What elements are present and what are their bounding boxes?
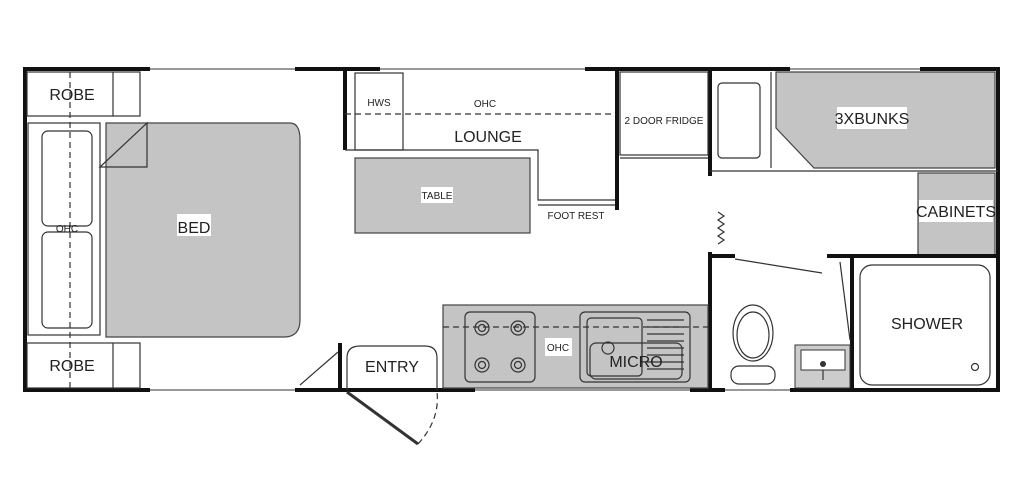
bunk-mattress-icon	[717, 82, 761, 159]
svg-text:BED: BED	[178, 220, 211, 237]
basin-icon	[794, 344, 851, 389]
sink	[579, 311, 691, 383]
hws	[354, 72, 404, 151]
svg-text:MICRO: MICRO	[609, 354, 662, 371]
entry-door[interactable]	[346, 390, 419, 446]
fridge	[619, 71, 709, 156]
curtain-icon	[716, 211, 726, 245]
windows	[150, 66, 920, 393]
pillow-icon	[41, 130, 93, 227]
svg-text:3XBUNKS: 3XBUNKS	[835, 111, 910, 128]
svg-text:HWS: HWS	[367, 98, 391, 109]
svg-text:OHC: OHC	[547, 343, 569, 354]
cooktop	[464, 311, 536, 383]
shower	[859, 264, 991, 386]
robe-top: ROBE	[26, 71, 141, 117]
svg-text:SHOWER: SHOWER	[891, 316, 963, 333]
entry-step[interactable]	[346, 345, 438, 390]
bedhead	[27, 122, 101, 336]
svg-text:FOOT REST: FOOT REST	[547, 211, 604, 222]
svg-text:CABINETS: CABINETS	[916, 204, 996, 221]
kitchen-bench	[442, 304, 709, 389]
burner-icons	[474, 320, 526, 373]
svg-text:OHC: OHC	[474, 99, 496, 110]
bed-corner	[98, 121, 148, 168]
toilet-icon	[730, 304, 776, 385]
svg-text:TABLE: TABLE	[422, 191, 453, 202]
svg-text:OHC: OHC	[56, 224, 78, 235]
pillow-icon	[41, 231, 93, 329]
robe-bottom: ROBE	[26, 342, 141, 389]
svg-text:ROBE: ROBE	[49, 358, 94, 375]
lounge-seat	[345, 149, 615, 206]
svg-text:2 DOOR FRIDGE: 2 DOOR FRIDGE	[625, 116, 704, 127]
svg-text:ENTRY: ENTRY	[365, 359, 419, 376]
svg-text:LOUNGE: LOUNGE	[454, 129, 522, 146]
svg-text:ROBE: ROBE	[49, 87, 94, 104]
